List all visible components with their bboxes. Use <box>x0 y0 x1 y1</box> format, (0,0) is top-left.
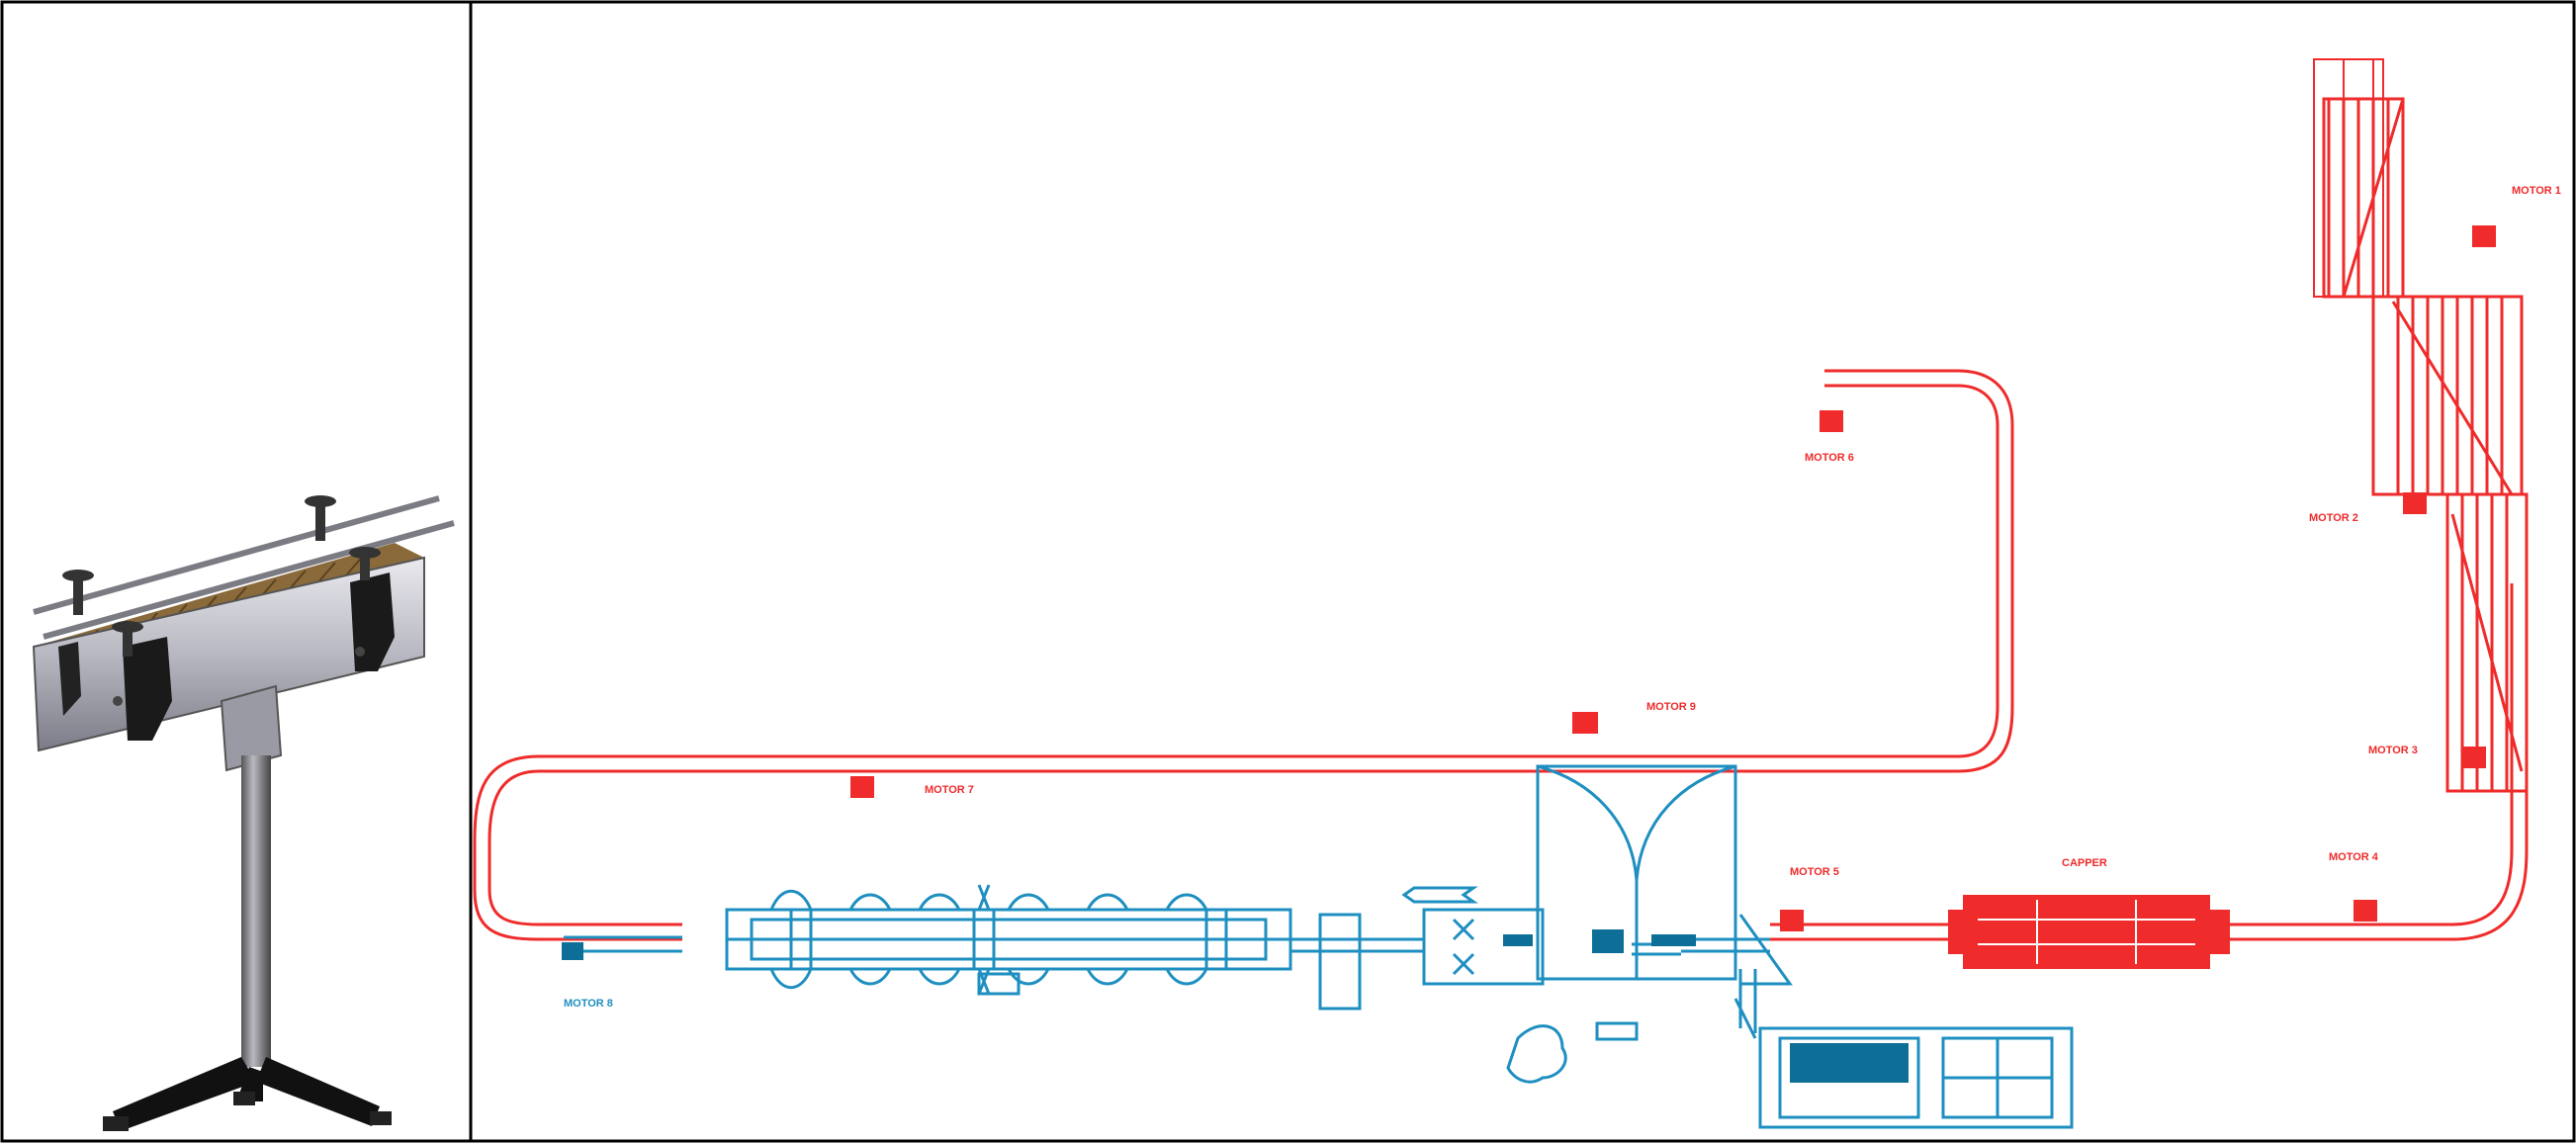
motor-5-label: MOTOR 5 <box>1790 866 1839 878</box>
capper-machine <box>1948 895 2230 969</box>
motor-9-label: MOTOR 9 <box>1646 701 1696 713</box>
motor-4-icon <box>2354 900 2377 922</box>
production-line-layout: MOTOR 1 MOTOR 2 MOTOR 3 MOTOR 4 MOTOR 5 … <box>473 58 2561 1129</box>
product-photo-cell <box>4 4 469 1139</box>
motor-8-icon <box>562 942 583 960</box>
motor-7-icon <box>850 776 874 798</box>
motor-4-label: MOTOR 4 <box>2329 851 2379 863</box>
red-motors <box>850 225 2496 931</box>
motor-1-icon <box>2472 225 2496 247</box>
capper-label: CAPPER <box>2062 857 2107 869</box>
motor-2-label: MOTOR 2 <box>2309 512 2358 524</box>
motor-3-icon <box>2462 747 2486 768</box>
motor-8-label: MOTOR 8 <box>564 998 613 1010</box>
motor-6-icon <box>1820 410 1843 432</box>
motor-3-label: MOTOR 3 <box>2368 745 2418 756</box>
motor-6-label: MOTOR 6 <box>1805 452 1854 464</box>
motor-9-icon <box>1572 712 1598 734</box>
motor-5-icon <box>1780 910 1804 931</box>
motor-2-icon <box>2403 492 2427 514</box>
filler-block-icon <box>1592 929 1624 953</box>
blue-machine-details <box>562 929 1909 1083</box>
red-conveyor-path <box>473 58 2529 941</box>
motor-7-label: MOTOR 7 <box>925 784 974 796</box>
conveyor-on-stand-icon <box>32 495 455 1131</box>
line-layout-cell: MOTOR 1 MOTOR 2 MOTOR 3 MOTOR 4 MOTOR 5 … <box>471 4 2572 1139</box>
motor-1-label: MOTOR 1 <box>2512 185 2561 197</box>
